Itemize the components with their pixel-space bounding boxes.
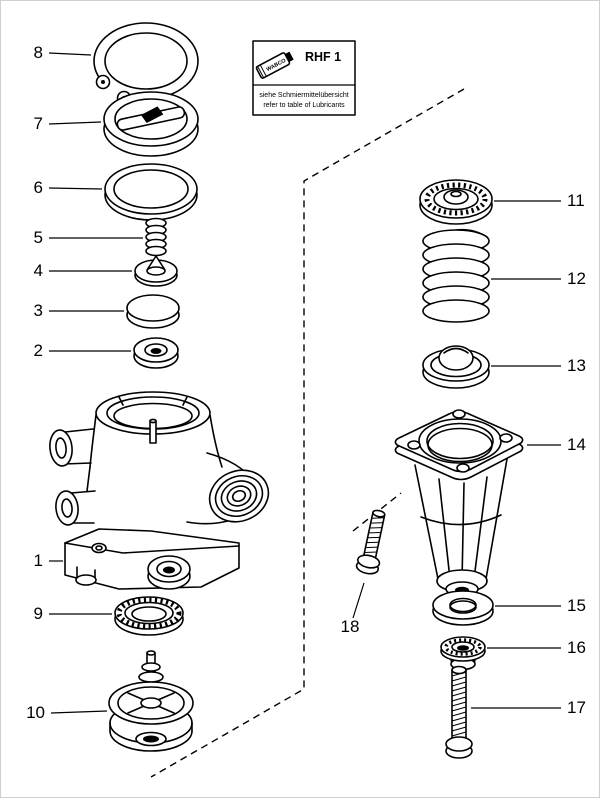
leader-line-18 — [352, 582, 365, 619]
legend-border — [252, 40, 356, 116]
part-number-4: 4 — [34, 261, 43, 280]
callout-15: 15 — [495, 596, 586, 615]
part-2-grommet — [133, 337, 179, 369]
callout-10: 10 — [26, 703, 108, 722]
legend-code: RHF 1 — [305, 50, 341, 64]
part-number-9: 9 — [34, 604, 43, 623]
callout-17: 17 — [471, 698, 586, 717]
part-14-housing — [394, 409, 524, 597]
assembly-axis-dashed-line — [150, 88, 465, 778]
callout-3: 3 — [34, 301, 124, 320]
part-12-spring — [422, 228, 490, 323]
part-number-5: 5 — [34, 228, 43, 247]
part-9-grooved-ring — [114, 596, 184, 636]
part-number-8: 8 — [34, 43, 43, 62]
part-number-14: 14 — [567, 435, 586, 454]
part-number-15: 15 — [567, 596, 586, 615]
part-6-sealing-ring — [104, 163, 198, 221]
part-1-valve-body — [49, 391, 270, 590]
lubricant-legend: WABCO RHF 1 siehe Schmiermittelübersicht… — [252, 40, 356, 116]
legend-note-de: siehe Schmiermittelübersicht — [259, 92, 349, 99]
leader-line-8 — [48, 52, 92, 56]
callout-9: 9 — [34, 604, 112, 623]
callout-12: 12 — [491, 269, 586, 288]
part-17-screw — [445, 665, 473, 759]
part-16-sleeve — [440, 636, 486, 671]
part-10-piston — [108, 650, 194, 752]
callout-8: 8 — [34, 43, 92, 62]
callout-1: 1 — [34, 551, 63, 570]
part-number-11: 11 — [567, 191, 585, 210]
callout-11: 11 — [494, 191, 585, 210]
callout-5: 5 — [34, 228, 143, 247]
callout-4: 4 — [34, 261, 132, 280]
part-number-6: 6 — [34, 178, 43, 197]
part-4-valve-cone — [134, 255, 178, 287]
callout-2: 2 — [34, 341, 131, 360]
part-number-10: 10 — [26, 703, 45, 722]
part-7-cover-cap — [103, 91, 199, 157]
part-13-valve-poppet — [422, 345, 490, 389]
part-number-7: 7 — [34, 114, 43, 133]
leader-line-7 — [48, 121, 102, 125]
leader-line-6 — [48, 187, 103, 190]
part-number-16: 16 — [567, 638, 586, 657]
part-number-12: 12 — [567, 269, 586, 288]
legend-note-en: refer to table of Lubricants — [263, 102, 345, 109]
part-15-washer — [432, 590, 494, 626]
part-number-18: 18 — [341, 617, 360, 636]
part-number-1: 1 — [34, 551, 43, 570]
part-number-3: 3 — [34, 301, 43, 320]
leader-line-10 — [50, 710, 108, 714]
part-5-spring — [145, 217, 167, 257]
part-11-valve-seat — [419, 179, 493, 225]
callout-16: 16 — [487, 638, 586, 657]
callout-14: 14 — [527, 435, 586, 454]
part-3-disc — [126, 294, 180, 329]
part-number-17: 17 — [567, 698, 586, 717]
callout-18: 18 — [341, 582, 365, 636]
callout-13: 13 — [491, 356, 586, 375]
part-number-13: 13 — [567, 356, 586, 375]
part-18-screw — [355, 509, 386, 575]
callout-6: 6 — [34, 178, 103, 197]
part-number-2: 2 — [34, 341, 43, 360]
callout-7: 7 — [34, 114, 102, 133]
